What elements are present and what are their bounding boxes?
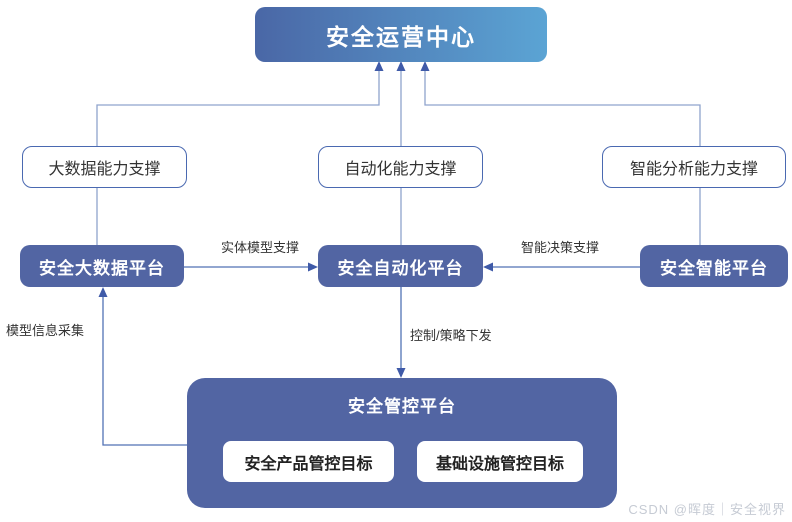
security-bigdata-platform-node: 安全大数据平台 <box>20 245 184 287</box>
security-intelligence-platform-node: 安全智能平台 <box>640 245 788 287</box>
bigdata-capability-node: 大数据能力支撑 <box>22 146 187 188</box>
intelligent-analysis-capability-node: 智能分析能力支撑 <box>602 146 786 188</box>
intelligent-decision-support-label: 智能决策支撑 <box>520 240 599 255</box>
security-product-target-label: 安全产品管控目标 <box>244 455 373 473</box>
edge-model-info <box>102 296 187 446</box>
security-intelligence-platform-label: 安全智能平台 <box>660 258 768 278</box>
arrowhead-model-info <box>98 287 108 297</box>
security-control-platform-label: 安全管控平台 <box>348 397 456 416</box>
automation-capability-label: 自动化能力支撑 <box>344 161 457 178</box>
security-automation-platform-label: 安全自动化平台 <box>337 258 464 278</box>
infrastructure-target-node: 基础设施管控目标 <box>417 441 583 482</box>
control-policy-issuance-label: 控制/策略下发 <box>410 328 492 343</box>
arrowhead-up-middle <box>396 61 406 71</box>
bigdata-capability-label: 大数据能力支撑 <box>48 161 161 178</box>
automation-capability-node: 自动化能力支撑 <box>318 146 483 188</box>
arrowhead-intelligent-decision <box>483 262 493 272</box>
infrastructure-target-label: 基础设施管控目标 <box>435 455 564 473</box>
model-info-collection-label: 模型信息采集 <box>6 323 85 338</box>
arrowhead-up-left <box>374 61 384 71</box>
security-operations-center-label: 安全运营中心 <box>326 23 476 50</box>
security-control-platform-node: 安全管控平台 安全产品管控目标 基础设施管控目标 <box>187 378 617 508</box>
arrowhead-entity-model <box>308 262 318 272</box>
arrowhead-up-right <box>420 61 430 71</box>
watermark: CSDN @晖度｜安全视界 <box>628 502 786 517</box>
security-operations-center-node: 安全运营中心 <box>255 7 547 62</box>
entity-model-support-label: 实体模型支撑 <box>220 240 299 255</box>
intelligent-analysis-capability-label: 智能分析能力支撑 <box>629 161 758 178</box>
security-product-target-node: 安全产品管控目标 <box>223 441 394 482</box>
arrowhead-control-policy <box>396 368 406 378</box>
security-automation-platform-node: 安全自动化平台 <box>318 245 483 287</box>
security-bigdata-platform-label: 安全大数据平台 <box>39 258 165 278</box>
